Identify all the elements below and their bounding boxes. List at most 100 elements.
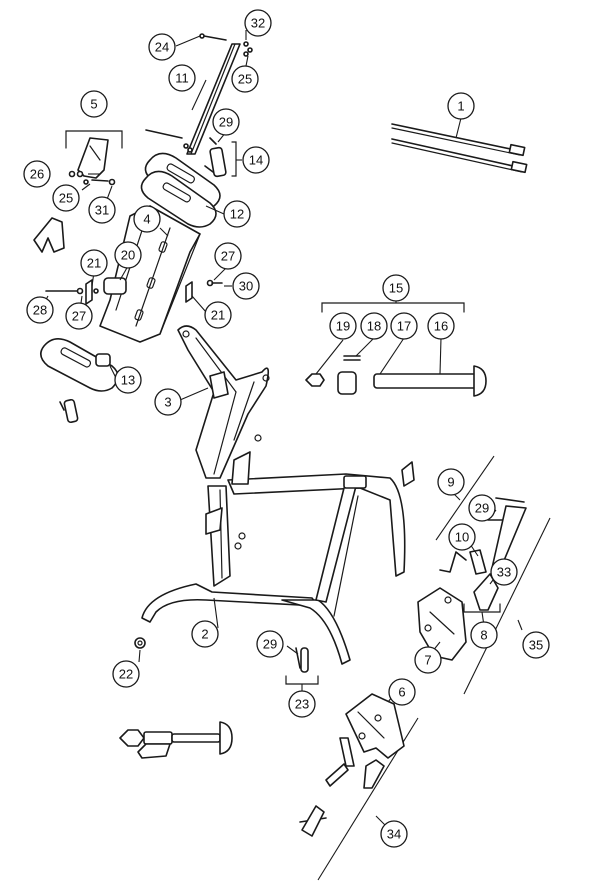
callout-13-label: 13: [121, 373, 135, 388]
callout-29-right-label: 29: [475, 501, 489, 516]
callout-29-top: 29: [212, 108, 240, 136]
callout-16-label: 16: [434, 319, 448, 334]
callout-17: 17: [390, 312, 418, 340]
callout-7: 7: [414, 646, 442, 674]
callout-29-bottom-label: 29: [263, 637, 277, 652]
callout-15: 15: [382, 274, 410, 302]
callout-28: 28: [26, 296, 54, 324]
callout-8-label: 8: [480, 628, 487, 643]
callout-3-label: 3: [164, 395, 171, 410]
callout-13: 13: [114, 366, 142, 394]
callout-12-label: 12: [230, 207, 244, 222]
leader-lines: [39, 30, 523, 827]
callout-19: 19: [329, 312, 357, 340]
callout-4-label: 4: [143, 212, 150, 227]
callout-33: 33: [490, 558, 518, 586]
callout-9: 9: [437, 468, 465, 496]
callout-29-top-label: 29: [219, 115, 233, 130]
callout-18-label: 18: [367, 319, 381, 334]
part-jack: [119, 721, 233, 759]
part-shaft: [186, 43, 241, 155]
callout-25-top-label: 25: [238, 72, 252, 87]
callout-14: 14: [242, 146, 270, 174]
callout-1: 1: [447, 92, 475, 120]
callout-23-label: 23: [295, 697, 309, 712]
callout-30: 30: [232, 272, 260, 300]
callout-17-label: 17: [397, 319, 411, 334]
callout-20-label: 20: [121, 248, 135, 263]
callout-33-label: 33: [497, 565, 511, 580]
part-top-pin: [183, 33, 253, 153]
callout-10: 10: [448, 523, 476, 551]
callout-4: 4: [133, 205, 161, 233]
part-bushing: [103, 277, 127, 295]
callout-28-label: 28: [33, 303, 47, 318]
callout-9-label: 9: [447, 475, 454, 490]
part-washer: [134, 637, 146, 649]
part-latch-group-right: [417, 455, 551, 695]
callout-30-label: 30: [239, 279, 253, 294]
callout-29-bottom: 29: [256, 630, 284, 658]
callout-7-label: 7: [424, 653, 431, 668]
callout-14-label: 14: [249, 153, 263, 168]
callout-6: 6: [388, 678, 416, 706]
callout-24: 24: [148, 33, 176, 61]
callout-12: 12: [223, 200, 251, 228]
callout-10-label: 10: [455, 530, 469, 545]
callout-21-right: 21: [204, 301, 232, 329]
part-a-frame: [177, 325, 270, 479]
callout-18: 18: [360, 312, 388, 340]
part-hardware-left: [45, 279, 223, 305]
callout-19-label: 19: [336, 319, 350, 334]
callout-21-right-label: 21: [211, 308, 225, 323]
part-main-frame: [141, 434, 415, 665]
parts: [33, 33, 551, 881]
callout-29-right: 29: [468, 494, 496, 522]
callout-27-left: 27: [65, 302, 93, 330]
callout-2: 2: [191, 620, 219, 648]
callout-26-label: 26: [30, 167, 44, 182]
callout-16: 16: [427, 312, 455, 340]
callout-6-label: 6: [398, 685, 405, 700]
callout-26: 26: [23, 160, 51, 188]
callout-11-label: 11: [175, 71, 189, 86]
part-latch-group-bottom: [299, 693, 419, 881]
callout-11: 11: [168, 64, 196, 92]
callout-25-left-label: 25: [59, 191, 73, 206]
part-rods: [391, 123, 528, 174]
callout-5-label: 5: [90, 97, 97, 112]
callout-34: 34: [380, 820, 408, 848]
callout-5: 5: [80, 90, 108, 118]
callout-32: 32: [244, 9, 272, 37]
part-slotted-plates: [140, 152, 221, 228]
part-pin-23: [285, 647, 319, 685]
part-bolt-bushing: [145, 129, 237, 178]
callout-35-label: 35: [529, 638, 543, 653]
callout-22-label: 22: [119, 667, 133, 682]
callout-27-right-label: 27: [221, 249, 235, 264]
callout-25-left: 25: [52, 184, 80, 212]
callout-27-right: 27: [214, 242, 242, 270]
callout-34-label: 34: [387, 827, 401, 842]
callout-24-label: 24: [155, 40, 169, 55]
callout-27-left-label: 27: [72, 309, 86, 324]
callout-25-top: 25: [231, 65, 259, 93]
callout-20: 20: [114, 241, 142, 269]
callout-2-label: 2: [201, 627, 208, 642]
callout-15-label: 15: [389, 281, 403, 296]
callout-8: 8: [470, 621, 498, 649]
callout-1-label: 1: [457, 99, 464, 114]
callout-32-label: 32: [251, 16, 265, 31]
callout-3: 3: [154, 388, 182, 416]
callout-22: 22: [112, 660, 140, 688]
callout-21-left-label: 21: [87, 256, 101, 271]
part-pin-group: [305, 302, 487, 397]
callout-31: 31: [88, 196, 116, 224]
callouts: 1 2 3 4 5 6 7 8 9 10 11 12 13 14 15 16 1…: [23, 9, 550, 848]
part-bracket-group: [33, 130, 123, 253]
callout-35: 35: [522, 631, 550, 659]
part-lower-plate: [40, 338, 119, 424]
callout-21-left: 21: [80, 249, 108, 277]
